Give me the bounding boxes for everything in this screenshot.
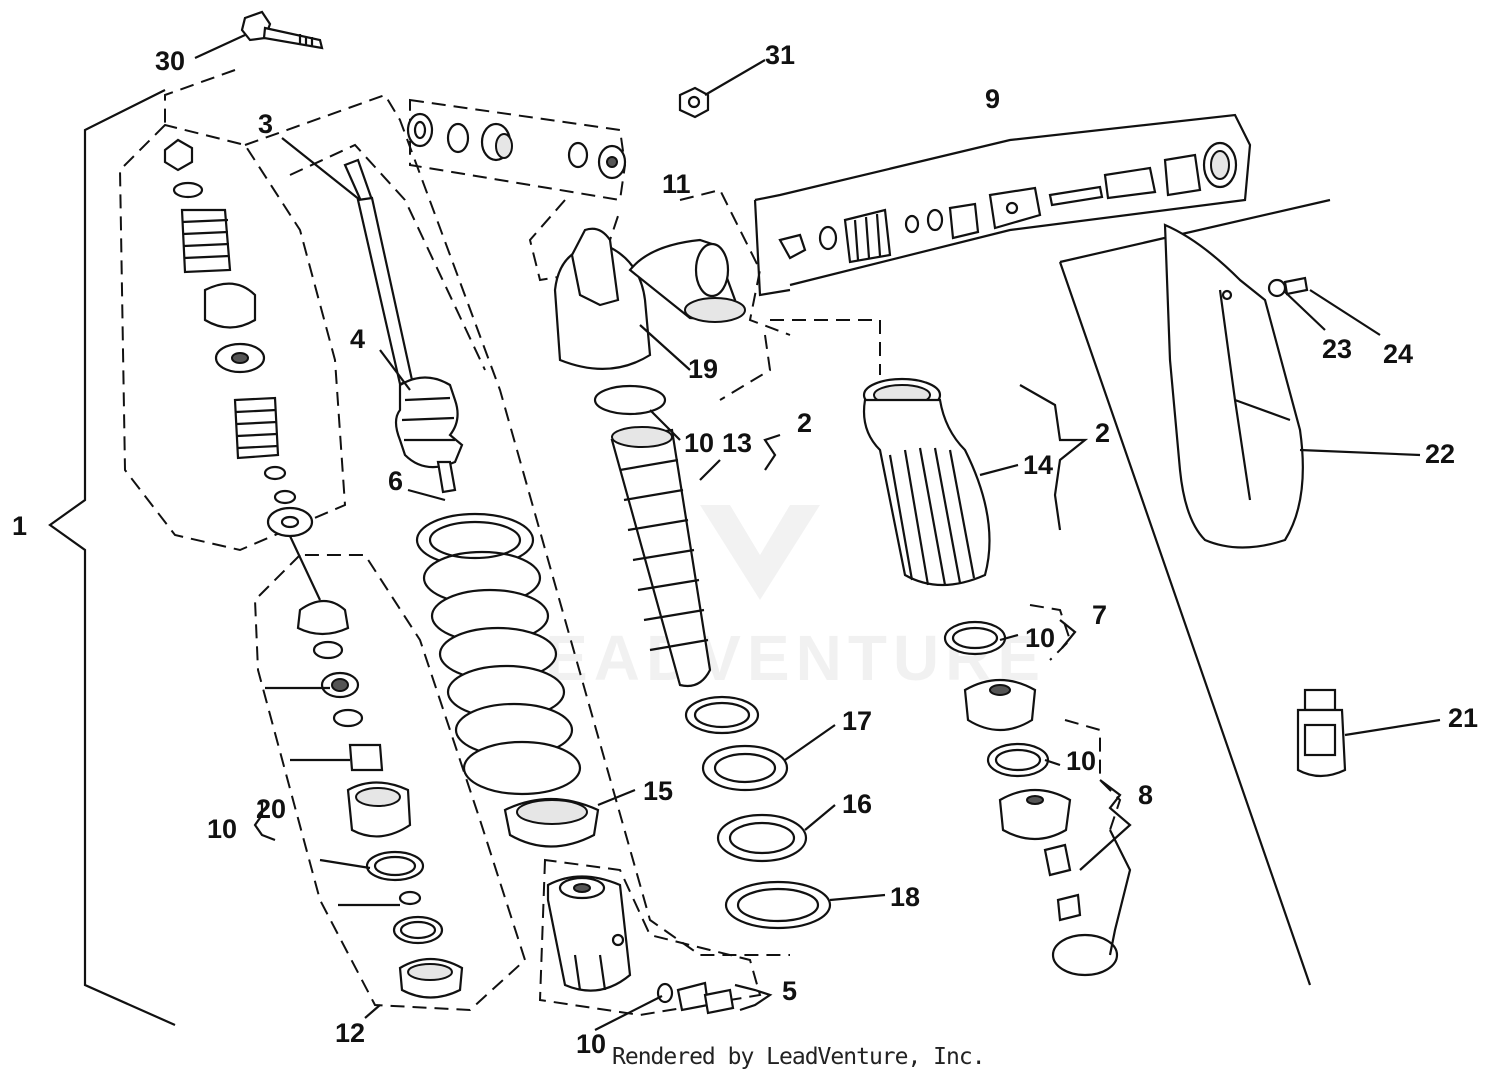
callout-9: 9 [985, 84, 1000, 114]
callout-4: 4 [350, 324, 365, 354]
bladder-14 [862, 377, 991, 587]
shock-rod-4 [343, 158, 464, 494]
callout-11: 11 [662, 169, 691, 199]
group-9-bracket [753, 113, 1331, 986]
callout-10-b: 10 [1025, 623, 1055, 653]
leader-lines [48, 34, 1441, 1031]
reservoir-head-19 [553, 227, 746, 370]
valve-stack-3 [163, 138, 321, 601]
callout-labels: 30 31 9 3 11 1 4 19 6 10 13 2 14 2 22 23… [12, 40, 1478, 1059]
callout-5: 5 [782, 976, 797, 1006]
oil-bottle-21 [1296, 688, 1347, 778]
footer-credit: Rendered by LeadVenture, Inc. [612, 1044, 986, 1070]
callout-1: 1 [12, 511, 27, 541]
clevis-5 [546, 875, 735, 1015]
valve-assembly-9 [778, 141, 1238, 264]
callout-7: 7 [1092, 600, 1107, 630]
callout-13: 13 [722, 428, 752, 458]
callout-10-e: 10 [576, 1029, 606, 1059]
callout-8: 8 [1138, 780, 1153, 810]
bushing-set-11 [406, 112, 627, 180]
callout-14: 14 [1023, 450, 1053, 480]
callout-31: 31 [765, 40, 795, 70]
callout-6: 6 [388, 466, 403, 496]
lower-stack-20-12 [265, 599, 464, 999]
callout-15: 15 [643, 776, 673, 806]
callout-10-d: 10 [207, 814, 237, 844]
watermark: LEADVENTURE [500, 505, 1040, 694]
callout-10-a: 10 [684, 428, 714, 458]
stack-7-8 [943, 620, 1119, 977]
callout-16: 16 [842, 789, 872, 819]
callout-17: 17 [842, 706, 872, 736]
callout-23: 23 [1322, 334, 1352, 364]
callout-24: 24 [1383, 339, 1413, 369]
bolt-30 [240, 10, 324, 50]
callout-30: 30 [155, 46, 185, 76]
callout-3: 3 [258, 109, 273, 139]
callout-10-c: 10 [1066, 746, 1096, 776]
reservoir-13 [593, 384, 712, 688]
callout-12: 12 [335, 1018, 365, 1048]
callout-18: 18 [890, 882, 920, 912]
bolt-23-24 [1267, 276, 1309, 298]
callout-19: 19 [688, 354, 718, 384]
guard-22 [1163, 223, 1304, 549]
callout-2-b: 2 [1095, 418, 1110, 448]
callout-21: 21 [1448, 703, 1478, 733]
callout-2-a: 2 [797, 408, 812, 438]
callout-20: 20 [256, 794, 286, 824]
spring-seat-15 [503, 797, 600, 848]
coil-spring-6 [415, 512, 582, 796]
callout-22: 22 [1425, 439, 1455, 469]
lock-rings [684, 695, 832, 930]
nut-31 [678, 86, 710, 119]
